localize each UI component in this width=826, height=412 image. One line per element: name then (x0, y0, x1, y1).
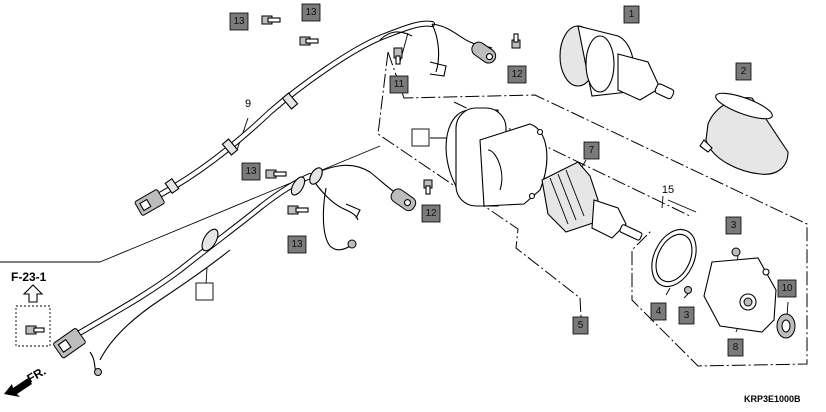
empty-callout-box-motor (411, 128, 430, 147)
svg-text:13: 13 (233, 16, 245, 27)
washer-10 (776, 313, 796, 339)
brush-holder-8 (684, 247, 777, 333)
reference-arrow (15, 284, 51, 347)
starter-clutch-1 (559, 25, 675, 101)
callout-7: 7 (583, 141, 600, 160)
bolt-11 (393, 47, 403, 65)
subassembly-outline (377, 51, 808, 367)
wire-harness-lower (53, 164, 417, 376)
diagram-code: KRP3E1000B (744, 394, 801, 404)
bolt-lower-left (25, 325, 45, 335)
svg-text:12: 12 (511, 69, 523, 80)
callout-8: 8 (727, 338, 744, 357)
svg-text:5: 5 (578, 320, 584, 331)
wire-harness-9 (134, 20, 497, 216)
callout-2: 2 (735, 62, 752, 81)
empty-callout-box-harness (195, 282, 214, 301)
cover-2 (699, 92, 789, 175)
starter-motor (445, 107, 548, 207)
callout-13a: 13 (229, 12, 249, 31)
bolt-13-low (287, 205, 309, 215)
callout-12b: 12 (421, 204, 441, 223)
svg-text:12: 12 (425, 208, 437, 219)
svg-text:3: 3 (684, 310, 690, 321)
reference-label: F-23-1 (11, 270, 47, 284)
svg-text:2: 2 (741, 66, 747, 77)
svg-text:3: 3 (731, 220, 737, 231)
svg-text:10: 10 (781, 283, 793, 294)
callout-3b: 3 (678, 306, 695, 325)
svg-text:13: 13 (305, 7, 317, 18)
svg-text:7: 7 (589, 145, 595, 156)
callout-3a: 3 (725, 216, 742, 235)
callout-4: 4 (650, 302, 667, 321)
callout-13c: 13 (241, 162, 261, 181)
callout-9: 9 (245, 98, 251, 110)
svg-text:4: 4 (656, 306, 662, 317)
bolt-13-top-a (261, 15, 281, 25)
bolt-13-top-b (299, 36, 319, 46)
o-ring-4 (651, 228, 697, 288)
armature-7 (541, 161, 643, 241)
callout-11: 11 (389, 75, 409, 94)
bolt-12-mid (423, 179, 433, 195)
callout-13d: 13 (287, 235, 307, 254)
svg-text:13: 13 (291, 239, 303, 250)
callout-5: 5 (572, 316, 589, 335)
bolt-13-mid (265, 169, 287, 179)
svg-text:13: 13 (245, 166, 257, 177)
bolt-12-top (511, 33, 521, 49)
svg-text:1: 1 (629, 9, 635, 20)
callout-15: 15 (662, 184, 674, 196)
callout-10: 10 (777, 279, 797, 298)
svg-text:11: 11 (394, 79, 405, 90)
callout-1: 1 (623, 5, 640, 24)
front-direction-arrow (4, 378, 32, 397)
svg-text:8: 8 (733, 342, 739, 353)
callout-12a: 12 (507, 65, 527, 84)
callout-13b: 13 (301, 3, 321, 22)
